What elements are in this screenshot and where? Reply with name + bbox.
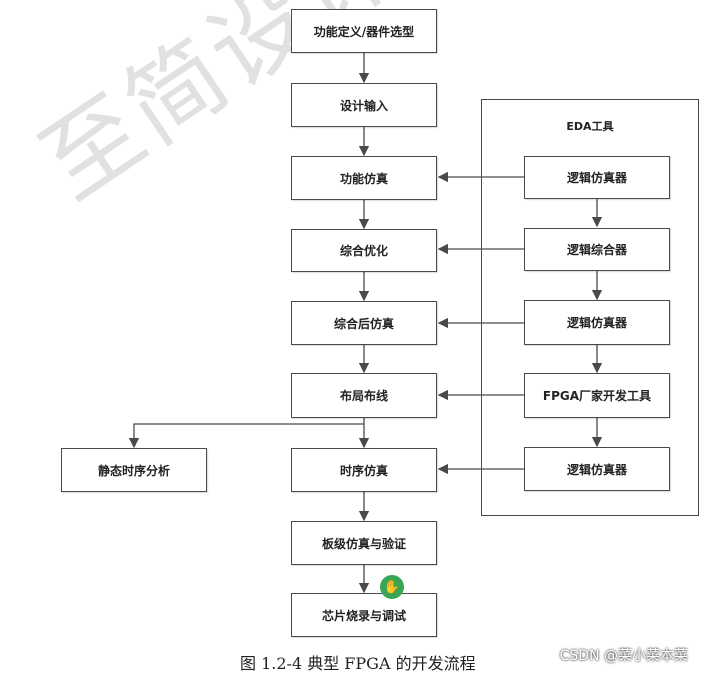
node-synthesis: 综合优化 [291, 229, 437, 272]
node-burn-debug: 芯片烧录与调试 [291, 593, 437, 637]
node-static-timing: 静态时序分析 [61, 448, 207, 492]
hand-pointer-icon: ✋ [380, 575, 404, 599]
node-place-route: 布局布线 [291, 373, 437, 418]
node-board-sim: 板级仿真与验证 [291, 521, 437, 565]
figure-caption: 图 1.2-4 典型 FPGA 的开发流程 [240, 654, 476, 673]
arrow-to-static-timing [128, 423, 364, 449]
node-eda-logic-sim-3: 逻辑仿真器 [524, 447, 670, 491]
node-eda-fpga-vendor: FPGA厂家开发工具 [524, 373, 670, 418]
node-design-input: 设计输入 [291, 83, 437, 127]
node-eda-logic-sim-2: 逻辑仿真器 [524, 300, 670, 345]
node-function-sim: 功能仿真 [291, 156, 437, 200]
node-define-select: 功能定义/器件选型 [291, 9, 437, 53]
eda-tools-title: EDA工具 [566, 120, 614, 133]
credit-watermark: CSDN @菜小菜本菜 [559, 648, 688, 664]
node-eda-logic-synth: 逻辑综合器 [524, 228, 670, 271]
node-eda-logic-sim-1: 逻辑仿真器 [524, 156, 670, 199]
node-timing-sim: 时序仿真 [291, 448, 437, 492]
node-post-synth-sim: 综合后仿真 [291, 301, 437, 345]
